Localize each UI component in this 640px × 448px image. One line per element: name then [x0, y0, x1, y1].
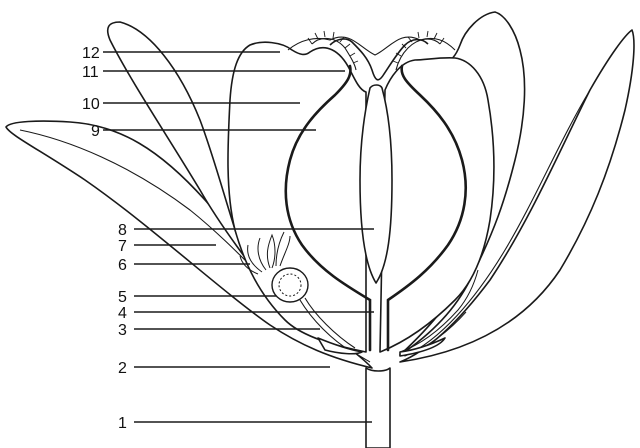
label-2: 2	[118, 360, 127, 377]
label-4: 4	[118, 305, 127, 322]
label-6: 6	[118, 257, 127, 274]
label-7: 7	[118, 238, 127, 255]
label-8: 8	[118, 222, 127, 239]
label-3: 3	[118, 322, 127, 339]
anther	[272, 268, 308, 302]
label-5: 5	[118, 289, 127, 306]
label-1: 1	[118, 415, 127, 432]
label-9: 9	[91, 123, 100, 140]
label-12: 12	[82, 45, 100, 62]
stem	[366, 368, 390, 448]
label-10: 10	[82, 96, 100, 113]
label-11: 11	[82, 64, 99, 81]
